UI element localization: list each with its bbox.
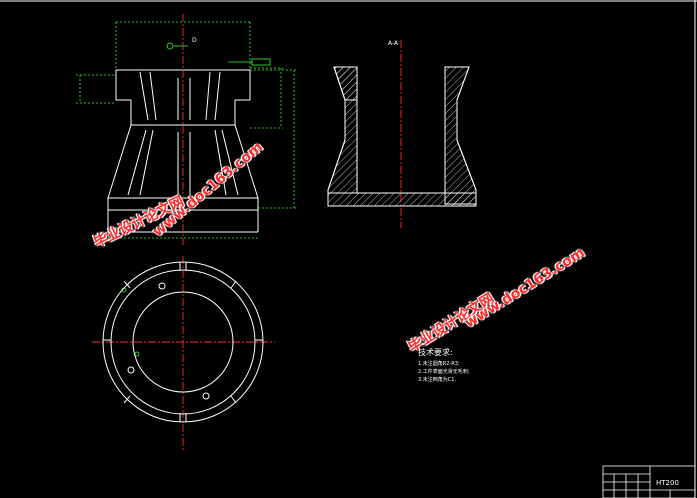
material-label: HT200 [656, 479, 679, 487]
tech-note-3: 3.未注倒角为C1. [418, 377, 457, 383]
tech-notes-title: 技术要求: [418, 348, 453, 357]
section-view [327, 66, 477, 207]
front-view-dimensions [76, 21, 296, 239]
tech-note-2: 2.工件表面光滑无毛刺; [418, 369, 470, 375]
tech-note-1: 1.未注圆角R2-R3; [418, 361, 460, 367]
top-view [102, 261, 264, 423]
dim-label-d: D [192, 37, 197, 44]
section-label: A-A [388, 40, 399, 47]
title-block [602, 465, 696, 498]
